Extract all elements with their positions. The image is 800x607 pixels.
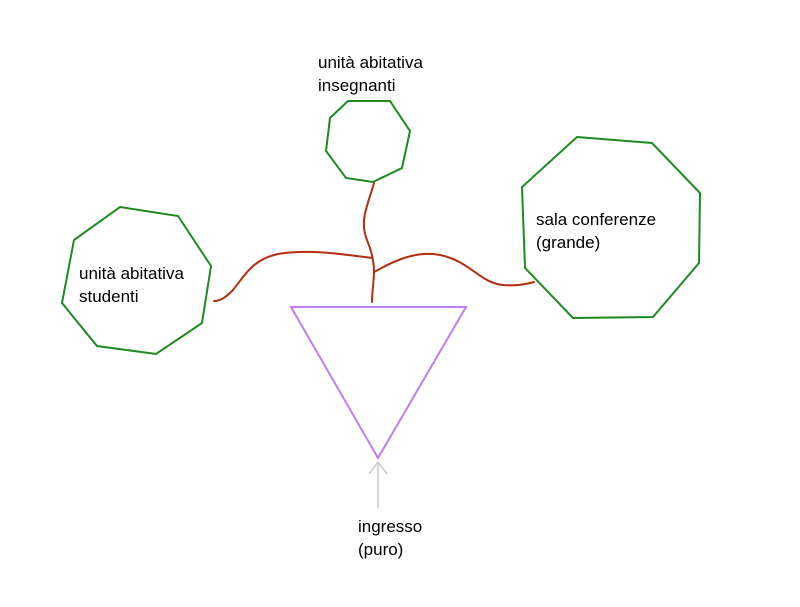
entrance-arrow-head	[368, 460, 388, 475]
connector-to-students	[213, 250, 373, 302]
teachers-unit-label: unità abitativa insegnanti	[318, 51, 423, 97]
teachers-unit-label-line2: insegnanti	[318, 76, 396, 95]
conference-hall-label-line2: (grande)	[536, 233, 601, 252]
entrance-label: ingresso (puro)	[358, 515, 422, 561]
entrance-triangle	[289, 306, 468, 460]
entrance-label-line1: ingresso	[358, 517, 423, 536]
connector-teachers-trunk	[362, 182, 376, 303]
students-unit-label-line2: studenti	[79, 287, 139, 306]
students-unit-label: unità abitativa studenti	[79, 262, 184, 308]
teachers-unit-label-line1: unità abitativa	[318, 53, 423, 72]
conference-hall-octagon	[520, 135, 702, 320]
students-unit-heptagon	[60, 205, 213, 356]
entrance-label-line2: (puro)	[358, 540, 404, 559]
conference-hall-label: sala conferenze (grande)	[536, 208, 656, 254]
students-unit-label-line1: unità abitativa	[79, 264, 184, 283]
conference-hall-label-line1: sala conferenze	[536, 210, 657, 229]
connector-to-conference	[373, 252, 535, 287]
teachers-unit-octagon	[324, 100, 412, 184]
